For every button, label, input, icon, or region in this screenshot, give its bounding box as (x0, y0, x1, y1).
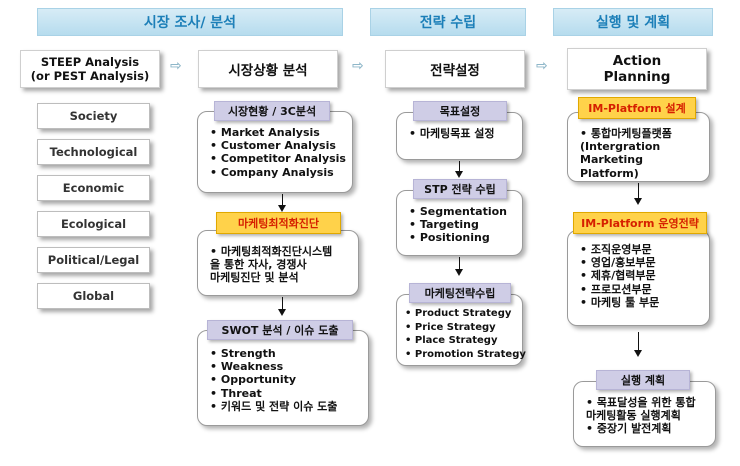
list-item: 마케팅최적화진단시스템 (210, 245, 348, 258)
list-item: 조직운영부문 (580, 243, 699, 256)
connector-line (282, 297, 283, 312)
strategy-mkt-label: 마케팅전략수립 (409, 283, 511, 303)
connector-line (638, 332, 639, 352)
list-item: Company Analysis (210, 166, 342, 179)
list-item: 프로모션부문 (580, 283, 699, 296)
connector-line (638, 183, 639, 200)
strategy-stp-box: Segmentation Targeting Positioning (396, 190, 523, 256)
steep-head: STEEP Analysis (or PEST Analysis) (20, 50, 160, 88)
market-status-box: Market Analysis Customer Analysis Compet… (197, 111, 353, 193)
list-item: Opportunity (210, 373, 358, 386)
list-item: Weakness (210, 360, 358, 373)
strategy-head: 전략설정 (385, 50, 525, 88)
list-item: Product Strategy (405, 307, 512, 321)
connector-line (282, 194, 283, 208)
arrow-down-icon (634, 198, 642, 205)
list-item: 목표달성을 위한 통합 (586, 396, 705, 409)
action-head-line1: Action (612, 52, 662, 69)
connector-line (459, 161, 460, 173)
action-head-line2: Planning (603, 69, 671, 85)
list-item-continuation: 을 통한 자사, 경쟁사 (210, 258, 307, 272)
phase-execution: 실행 및 계획 (553, 8, 713, 36)
market-head: 시장상황 분석 (198, 50, 338, 88)
phase-strategy: 전략 수립 (370, 8, 526, 36)
list-item: Price Strategy (405, 321, 512, 335)
strategy-mkt-box: Product Strategy Price Strategy Place St… (396, 294, 526, 366)
action-plan-label: 실행 계획 (596, 370, 690, 390)
connector-line (459, 257, 460, 271)
list-item-continuation: 마케팅진단 및 분석 (210, 271, 299, 285)
list-item: 통합마케팅플랫폼 (580, 127, 699, 140)
list-item: Positioning (409, 231, 512, 244)
market-diag-box: 마케팅최적화진단시스템 을 통한 자사, 경쟁사 마케팅진단 및 분석 (197, 230, 359, 296)
market-swot-label: SWOT 분석 / 이슈 도출 (207, 320, 353, 340)
list-item: 중장기 발전계획 (586, 422, 705, 435)
strategy-goal-label: 목표설정 (413, 101, 507, 121)
action-design-box: 통합마케팅플랫폼 (Intergration Marketing Platfor… (567, 112, 710, 182)
steep-head-line2: (or PEST Analysis) (30, 69, 150, 83)
action-ops-box: 조직운영부문 영업/홍보부문 제휴/협력부문 프로모션부문 마케팅 툴 부문 (567, 230, 710, 326)
steep-item: Ecological (37, 211, 150, 237)
list-item: Promotion Strategy (405, 348, 526, 362)
market-status-label: 시장현황 / 3C분석 (214, 101, 330, 121)
steep-item: Economic (37, 175, 150, 201)
steep-head-line1: STEEP Analysis (40, 55, 140, 69)
list-item: Segmentation (409, 205, 512, 218)
phase-research: 시장 조사/ 분석 (37, 8, 343, 36)
list-item: Targeting (409, 218, 512, 231)
arrow-down-icon (455, 171, 463, 178)
chevron-right-icon: ⇨ (536, 58, 548, 74)
market-head-text: 시장상황 분석 (228, 63, 308, 79)
steep-item: Technological (37, 139, 150, 165)
arrow-down-icon (634, 350, 642, 357)
list-item: Market Analysis (210, 126, 342, 139)
list-item: Strength (210, 347, 358, 360)
arrow-down-icon (278, 309, 286, 316)
list-item: 제휴/협력부문 (580, 269, 699, 282)
action-plan-box: 목표달성을 위한 통합 마케팅활동 실행계획 중장기 발전계획 (573, 381, 716, 447)
steep-item: Society (37, 103, 150, 129)
list-item: 마케팅 툴 부문 (580, 296, 699, 309)
strategy-stp-label: STP 전략 수립 (413, 179, 507, 199)
list-item: 영업/홍보부문 (580, 256, 699, 269)
market-diag-label: 마케팅최적화진단 (216, 212, 341, 234)
chevron-right-icon: ⇨ (352, 58, 364, 74)
market-swot-box: Strength Weakness Opportunity Threat 키워드… (197, 330, 369, 426)
list-item: 키워드 및 전략 이슈 도출 (210, 400, 358, 413)
list-item-continuation: 마케팅활동 실행계획 (586, 409, 681, 423)
strategy-head-text: 전략설정 (430, 63, 480, 79)
arrow-down-icon (278, 205, 286, 212)
list-item: Competitor Analysis (210, 152, 346, 165)
action-ops-label: IM-Platform 운영전략 (573, 212, 707, 234)
arrow-down-icon (455, 269, 463, 276)
list-item: Threat (210, 387, 358, 400)
steep-item: Global (37, 283, 150, 309)
steep-item: Political/Legal (37, 247, 150, 273)
action-head: Action Planning (567, 48, 707, 90)
list-item: 마케팅목표 설정 (409, 127, 512, 140)
list-item-continuation: Platform) (580, 166, 639, 180)
list-item: Place Strategy (405, 334, 512, 348)
action-design-label: IM-Platform 설계 (578, 97, 696, 119)
chevron-right-icon: ⇨ (170, 58, 182, 74)
list-item: Customer Analysis (210, 139, 342, 152)
list-item-continuation: (Intergration Marketing (580, 140, 661, 167)
